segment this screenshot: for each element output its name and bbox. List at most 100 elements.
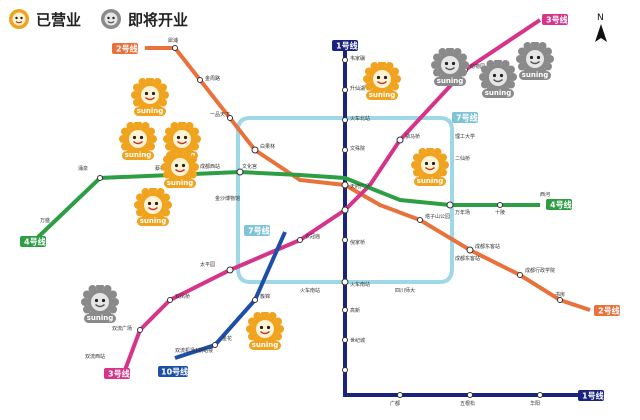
- station-label: 世纪城: [350, 337, 365, 344]
- station-label: 涌泉: [78, 165, 88, 172]
- store-brand-label: suning: [86, 314, 114, 322]
- line7-loop: [236, 116, 454, 284]
- legend-open: 已营业: [8, 8, 81, 30]
- line3-tag-bottom: [104, 368, 130, 379]
- suning-store-coming-marker: suning: [430, 46, 470, 88]
- station-label: 高新: [350, 307, 360, 314]
- suning-store-open-marker: suning: [410, 146, 450, 188]
- station-label: 华阳: [530, 400, 540, 407]
- station-label: 成都行政学院: [525, 267, 555, 274]
- station-label: 犀浦: [168, 37, 178, 44]
- line4-path: [33, 169, 540, 242]
- store-brand-label: suning: [136, 107, 164, 115]
- line4-tag-right-text: 4号线: [550, 200, 572, 210]
- station-label: 火车北站: [350, 115, 370, 122]
- store-brand-label: suning: [139, 217, 167, 225]
- station-labels: 韦家碾 升仙湖 火车北站 文殊院 天府广场 倪家桥 火车南站 高新 世纪城 广都…: [40, 37, 565, 407]
- station-label: 金沙博物馆: [215, 195, 240, 202]
- suning-store-coming-marker: suning: [80, 283, 120, 325]
- station-label: 塔子山公园: [425, 213, 450, 220]
- station-label: 文殊院: [350, 145, 365, 152]
- line4-tag-left: [20, 236, 46, 247]
- suning-store-open-marker: suning: [245, 310, 285, 352]
- store-brand-label: suning: [251, 341, 279, 349]
- station-label: 五根松: [460, 400, 475, 407]
- mascot-open-icon: [9, 9, 29, 29]
- station-label: 白果林: [260, 143, 275, 150]
- station-label: 金周路: [205, 75, 220, 82]
- station-label: 火车南站: [350, 281, 370, 288]
- line2-tag-top-text: 2号线: [116, 44, 138, 54]
- station-label: 动物园: [470, 63, 485, 70]
- station-label: 成都东客站: [475, 243, 500, 250]
- line3-tag-top-text: 3号线: [546, 15, 568, 25]
- station-label: 文化宫: [242, 163, 257, 170]
- store-brand-label: suning: [521, 71, 549, 79]
- station-label: 万年场: [455, 209, 470, 216]
- line-tags: 1号线 1号线 2号线 2号线 3号线 3号线 4号线 4号线 7号线 7号线 …: [20, 14, 620, 401]
- suning-store-open-marker: suning: [118, 120, 158, 162]
- line7-tag: [452, 112, 478, 123]
- station-label: 十陵: [495, 209, 505, 216]
- line1-tag-bottom-text: 1号线: [582, 391, 604, 401]
- suning-store-open-marker: suning: [160, 148, 200, 190]
- station-label: 理工大学: [455, 133, 475, 140]
- station-label: 成都西站: [200, 163, 220, 170]
- station-label: 蔡桥: [155, 165, 165, 172]
- station-label: 双流广场: [112, 325, 132, 332]
- station-label: 四川师大: [395, 287, 415, 294]
- station-label: 太平园: [200, 261, 215, 268]
- line4-tag-left-text: 4号线: [24, 237, 46, 247]
- line10-path: [174, 231, 287, 360]
- line2-tag-bottom-text: 2号线: [598, 306, 620, 316]
- suning-store-open-marker: suning: [130, 76, 170, 118]
- line3-path: [123, 18, 542, 371]
- station-label: 双凤桥: [175, 293, 190, 300]
- line1-tag-top: [332, 40, 358, 51]
- legend-coming-label: 即将开业: [128, 10, 189, 29]
- line1-tag-bottom: [578, 390, 604, 401]
- line2-tag-top: [112, 43, 138, 54]
- station-label: 倪家桥: [350, 239, 365, 246]
- station-label: 金花: [222, 335, 232, 342]
- store-brand-label: suning: [416, 177, 444, 185]
- suning-store-open-marker: suning: [133, 186, 173, 228]
- line1-tag-top-text: 1号线: [336, 41, 358, 51]
- store-brand-label: suning: [436, 77, 464, 85]
- store-brand-label: suning: [484, 89, 512, 97]
- line7-tag-left-text: 7号线: [248, 226, 270, 236]
- store-brand-label: suning: [368, 91, 396, 99]
- line3-tag-top: [542, 14, 568, 25]
- legend-coming: 即将开业: [100, 8, 188, 30]
- store-brand-label: suning: [124, 151, 152, 159]
- compass-label: N: [597, 13, 604, 23]
- station-label: 火车南站: [300, 287, 320, 294]
- suning-store-coming-marker: suning: [478, 58, 518, 100]
- station-label: 万盛: [40, 217, 50, 224]
- station-label: 双流西站: [85, 353, 105, 360]
- line7-tag-left: [244, 225, 270, 236]
- legend-open-label: 已营业: [36, 10, 82, 29]
- station-label: 驷马桥: [405, 133, 420, 140]
- compass-icon: N: [595, 13, 607, 42]
- line2-tag-bottom: [594, 305, 620, 316]
- line4-tag-right: [546, 199, 572, 210]
- line10-tag-text: 10号线: [161, 367, 188, 377]
- station-label: 西河: [540, 191, 550, 198]
- station-label: 韦家碾: [350, 55, 365, 62]
- line7-tag-text: 7号线: [456, 113, 478, 123]
- station-label: 衣冠庙: [305, 233, 320, 240]
- station-label: 二仙桥: [455, 155, 470, 162]
- line1-path: [343, 45, 590, 397]
- suning-store-open-marker: suning: [362, 60, 402, 102]
- line10-tag: [158, 366, 188, 377]
- station-label: 广都: [390, 400, 400, 407]
- station-label: 簇锦: [260, 293, 270, 300]
- station-label: 成都东客站: [455, 255, 480, 262]
- store-brand-label: suning: [166, 179, 194, 187]
- station-label: 一品天下: [210, 112, 230, 118]
- station-label: 双流机场1航站楼: [175, 347, 213, 354]
- station-label: 天府广场: [350, 183, 370, 190]
- station-label: 升仙湖: [350, 85, 365, 92]
